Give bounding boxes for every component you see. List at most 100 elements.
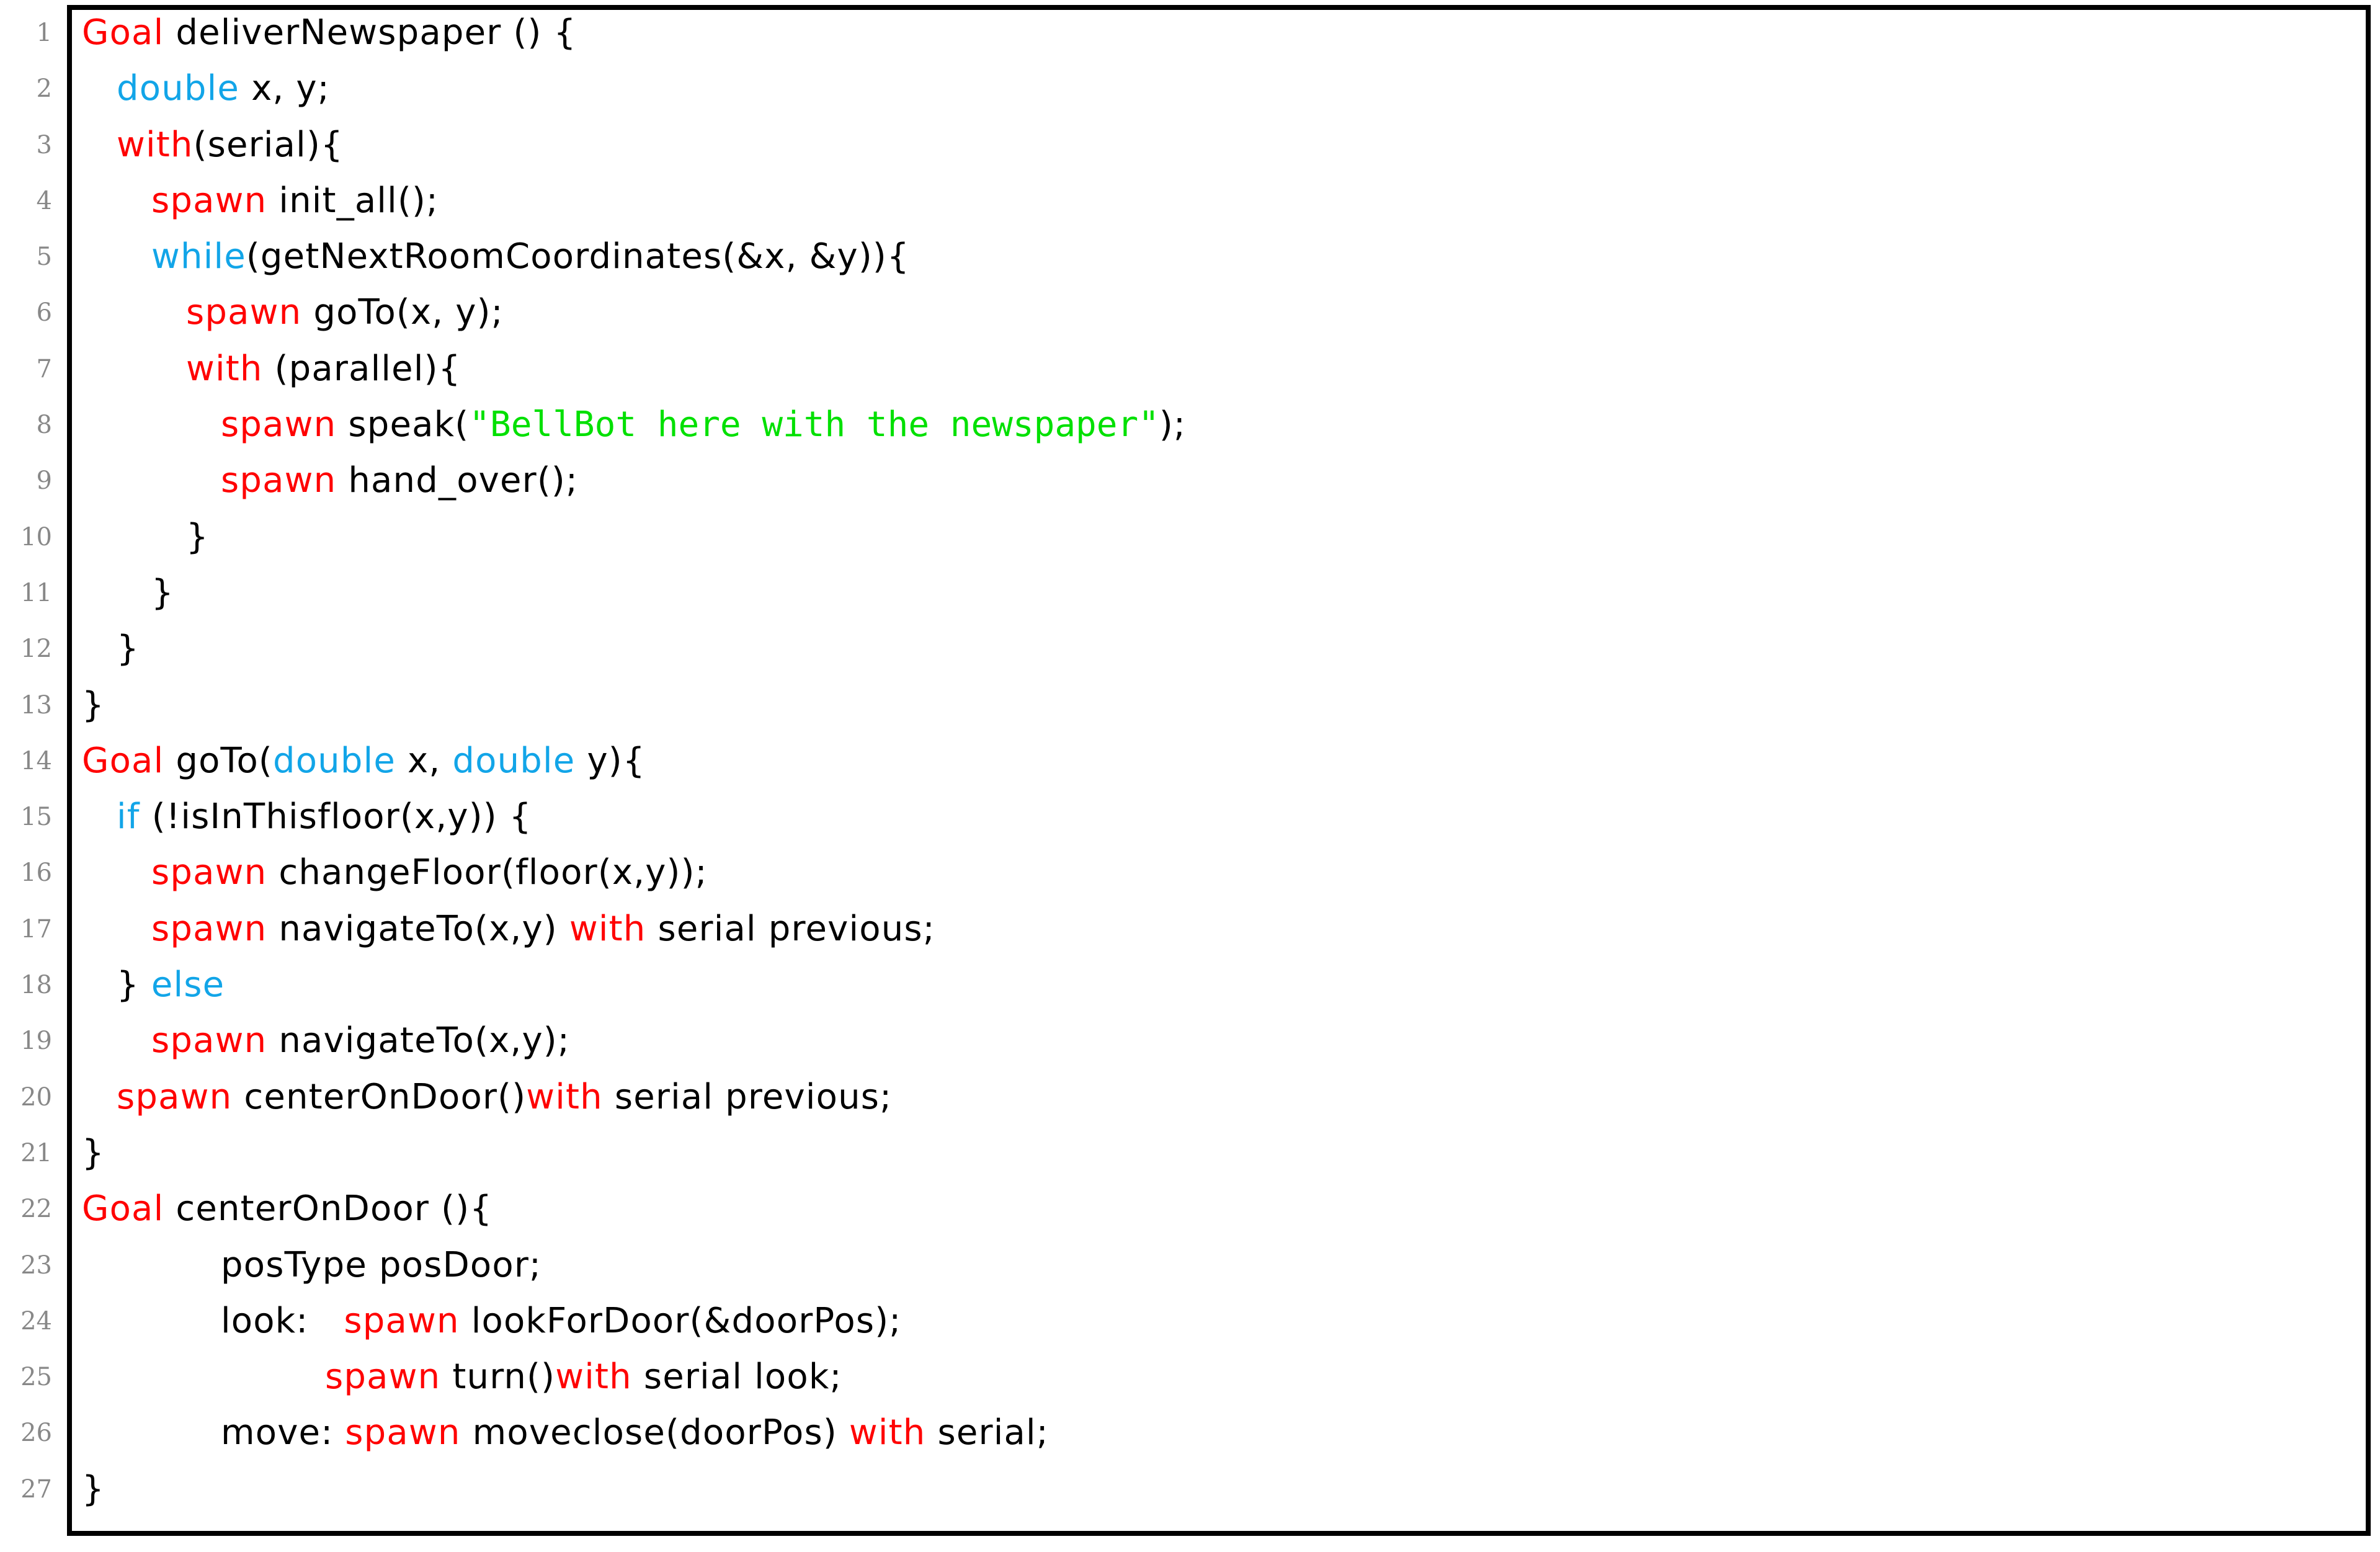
code-token-ctrl: double [452,740,576,781]
code-token-kw: spawn [345,1412,461,1453]
code-token-kw: with [117,124,194,165]
code-token-plain: x, [396,740,453,781]
line-number: 26 [20,1419,52,1448]
code-token-plain: moveclose(doorPos) [460,1412,849,1453]
code-line: 2 double x, y; [0,61,2380,117]
code-line-text: Goal goTo(double x, double y){ [82,733,646,789]
line-number: 13 [20,690,52,720]
line-number: 12 [20,635,52,664]
code-token-plain: serial previous; [602,1076,893,1117]
code-line-text: spawn centerOnDoor()with serial previous… [117,1069,892,1125]
code-line-text: spawn init_all(); [151,173,439,229]
code-line: 11} [0,565,2380,621]
code-token-kw: spawn [344,1300,460,1341]
code-token-kw: spawn [221,460,337,501]
code-token-plain: (serial){ [193,124,344,165]
code-line-text: if (!isInThisfloor(x,y)) { [117,789,532,845]
code-line-text: spawn goTo(x, y); [186,285,504,341]
code-token-plain: init_all(); [267,180,439,221]
code-line-text: double x, y; [117,61,330,117]
code-token-plain: } [117,965,151,1006]
code-token-plain: speak( [336,404,470,445]
code-line-text: move: spawn moveclose(doorPos) with seri… [221,1405,1049,1461]
line-number: 25 [20,1363,52,1392]
code-token-ctrl: double [272,740,396,781]
code-token-plain: (!isInThisfloor(x,y)) { [140,796,532,837]
line-number: 1 [36,19,52,47]
code-token-plain: } [186,516,209,557]
code-line-text: } [82,677,105,733]
line-number: 17 [20,914,52,943]
code-line-text: with(serial){ [117,117,344,173]
code-token-plain: lookForDoor(&doorPos); [459,1300,902,1341]
code-token-kw: spawn [325,1357,441,1398]
code-line: 1 Goal deliverNewspaper () { [0,5,2380,61]
code-line-text: } [82,1461,105,1517]
code-line-text: } else [117,957,225,1013]
code-token-plain: } [151,572,174,613]
line-number: 16 [20,859,52,888]
line-number: 10 [20,522,52,551]
code-token-plain: posType posDoor; [221,1244,542,1285]
code-token-plain: goTo( [164,740,273,781]
code-line: 15 if (!isInThisfloor(x,y)) { [0,789,2380,845]
code-token-ctrl: double [117,68,240,109]
code-token-ctrl: else [151,965,225,1006]
code-token-plain: centerOnDoor (){ [164,1189,493,1229]
code-token-plain: (parallel){ [262,348,461,389]
listing-frame-border [67,5,2371,1536]
code-line-text: with (parallel){ [186,341,461,397]
line-number: 2 [36,74,52,104]
code-token-ctrl: while [151,236,246,277]
code-token-plain: serial previous; [646,908,935,949]
code-line: 26 move: spawn moveclose(doorPos) with se… [0,1405,2380,1461]
code-token-kw: Goal [82,740,164,781]
code-token-kw: spawn [151,180,267,221]
line-number: 8 [36,411,52,440]
code-token-plain: navigateTo(x,y); [267,1020,570,1061]
code-line-text: spawn navigateTo(x,y); [151,1013,570,1069]
code-token-kw: spawn [151,1020,267,1061]
code-token-kw: with [849,1412,926,1453]
code-token-str: "BellBot here with the newspaper" [469,404,1159,445]
code-token-kw: Goal [82,12,164,53]
code-token-kw: with [555,1357,632,1398]
line-number: 5 [36,243,52,272]
code-token-ctrl: if [117,796,140,837]
line-number: 27 [20,1474,52,1504]
code-line-text: } [186,509,209,565]
code-line-text: Goal centerOnDoor (){ [82,1181,492,1237]
code-line-text: while(getNextRoomCoordinates(&x, &y)){ [151,229,910,285]
code-token-kw: Goal [82,1189,164,1229]
code-line-text: posType posDoor; [221,1238,542,1293]
code-line-text: } [151,565,174,621]
code-token-plain: y){ [575,740,646,781]
code-line-text: spawn navigateTo(x,y) with serial previo… [151,901,935,957]
code-line-text: Goal deliverNewspaper () { [82,5,576,61]
code-token-kw: with [526,1076,603,1117]
line-number: 7 [36,354,52,383]
line-number: 18 [20,971,52,1000]
line-number: 21 [20,1138,52,1167]
code-line: 27} [0,1461,2380,1517]
code-line: 18} else [0,957,2380,1013]
code-token-plain: deliverNewspaper () { [164,12,577,53]
code-token-plain: turn() [440,1357,556,1398]
code-token-plain: look: [221,1300,344,1341]
code-token-plain: } [117,628,140,669]
line-number: 14 [20,746,52,775]
line-number: 15 [20,803,52,832]
code-line-text: } [82,1125,105,1181]
code-line: 10} [0,509,2380,565]
code-token-plain: } [82,1468,105,1509]
code-token-plain: (getNextRoomCoordinates(&x, &y)){ [246,236,910,277]
